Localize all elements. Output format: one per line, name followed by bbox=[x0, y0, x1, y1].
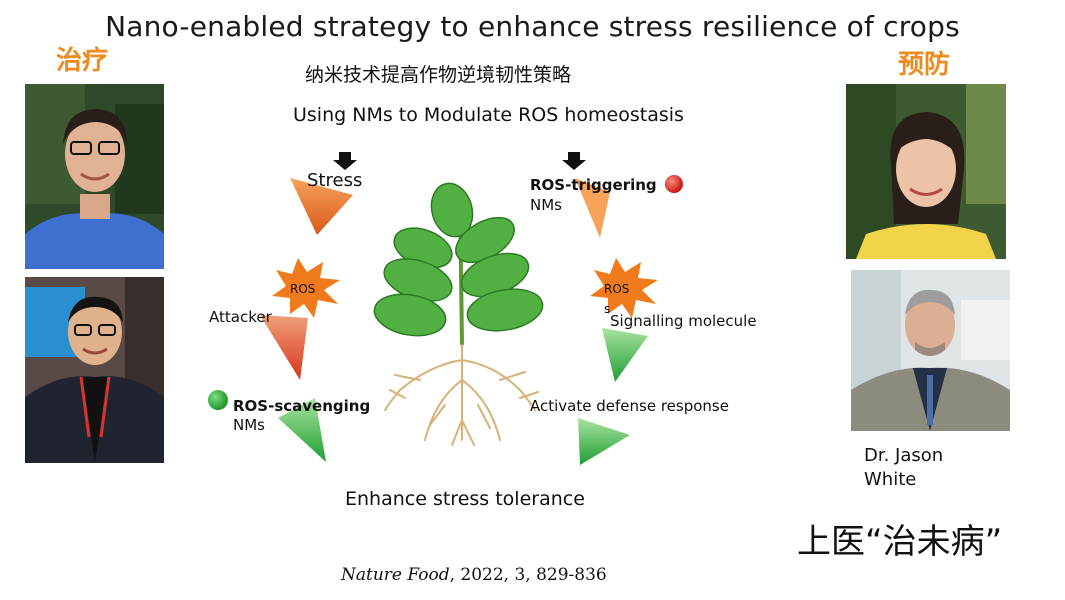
signalling-label: Signalling molecule bbox=[610, 312, 757, 330]
arrow-down-icon bbox=[562, 152, 586, 170]
ros-burst-right bbox=[590, 258, 658, 318]
ros-triggering-ball-icon bbox=[665, 175, 683, 193]
ros-label-right: ROS bbox=[604, 282, 630, 296]
doctor-caption: Dr. Jason White bbox=[864, 444, 943, 492]
defense-arrow bbox=[578, 418, 630, 465]
ros-burst-left bbox=[272, 258, 340, 318]
treatment-tag: 治疗 bbox=[56, 46, 109, 76]
ros-triggering-label: ROS-triggering bbox=[530, 176, 657, 194]
attacker-arrow bbox=[260, 315, 308, 380]
portrait-photo-1 bbox=[25, 84, 164, 269]
prevention-tag: 预防 bbox=[898, 50, 951, 80]
doctor-name-line1: Dr. Jason bbox=[864, 445, 944, 466]
ros-diagram bbox=[208, 152, 683, 465]
citation-details: , 2022, 3, 829-836 bbox=[449, 565, 607, 585]
doctor-name-line2: White bbox=[864, 469, 917, 490]
ros-label-right-tail: s bbox=[604, 302, 611, 316]
plant-icon bbox=[373, 182, 544, 446]
portrait-photo-2 bbox=[25, 277, 164, 463]
scavenging-arrow bbox=[278, 398, 326, 462]
ros-scavenging-nms-label: NMs bbox=[233, 416, 265, 434]
chinese-motto: 上医“治未病” bbox=[797, 522, 1003, 562]
portrait-photo-4 bbox=[851, 270, 1010, 431]
activate-defense-label: Activate defense response bbox=[530, 397, 729, 415]
attacker-label: Attacker bbox=[209, 308, 272, 326]
triggering-arrow bbox=[575, 178, 610, 238]
citation: Nature Food, 2022, 3, 829-836 bbox=[341, 565, 607, 585]
stress-label: Stress bbox=[307, 170, 363, 191]
portrait-photo-3 bbox=[846, 84, 1006, 259]
citation-journal: Nature Food bbox=[341, 565, 450, 585]
chinese-subtitle: 纳米技术提高作物逆境韧性策略 bbox=[305, 64, 572, 86]
slide-title: Nano-enabled strategy to enhance stress … bbox=[105, 10, 960, 43]
arrow-down-icon bbox=[333, 152, 357, 170]
ros-triggering-nms-label: NMs bbox=[530, 196, 562, 214]
enhance-tolerance-label: Enhance stress tolerance bbox=[345, 488, 585, 510]
ros-scavenging-label: ROS-scavenging bbox=[233, 397, 371, 415]
diagram-heading: Using NMs to Modulate ROS homeostasis bbox=[293, 104, 684, 126]
ros-scavenging-ball-icon bbox=[208, 390, 228, 410]
signalling-arrow bbox=[602, 328, 648, 382]
ros-label-left: ROS bbox=[290, 282, 316, 296]
stress-arrow bbox=[290, 178, 353, 235]
